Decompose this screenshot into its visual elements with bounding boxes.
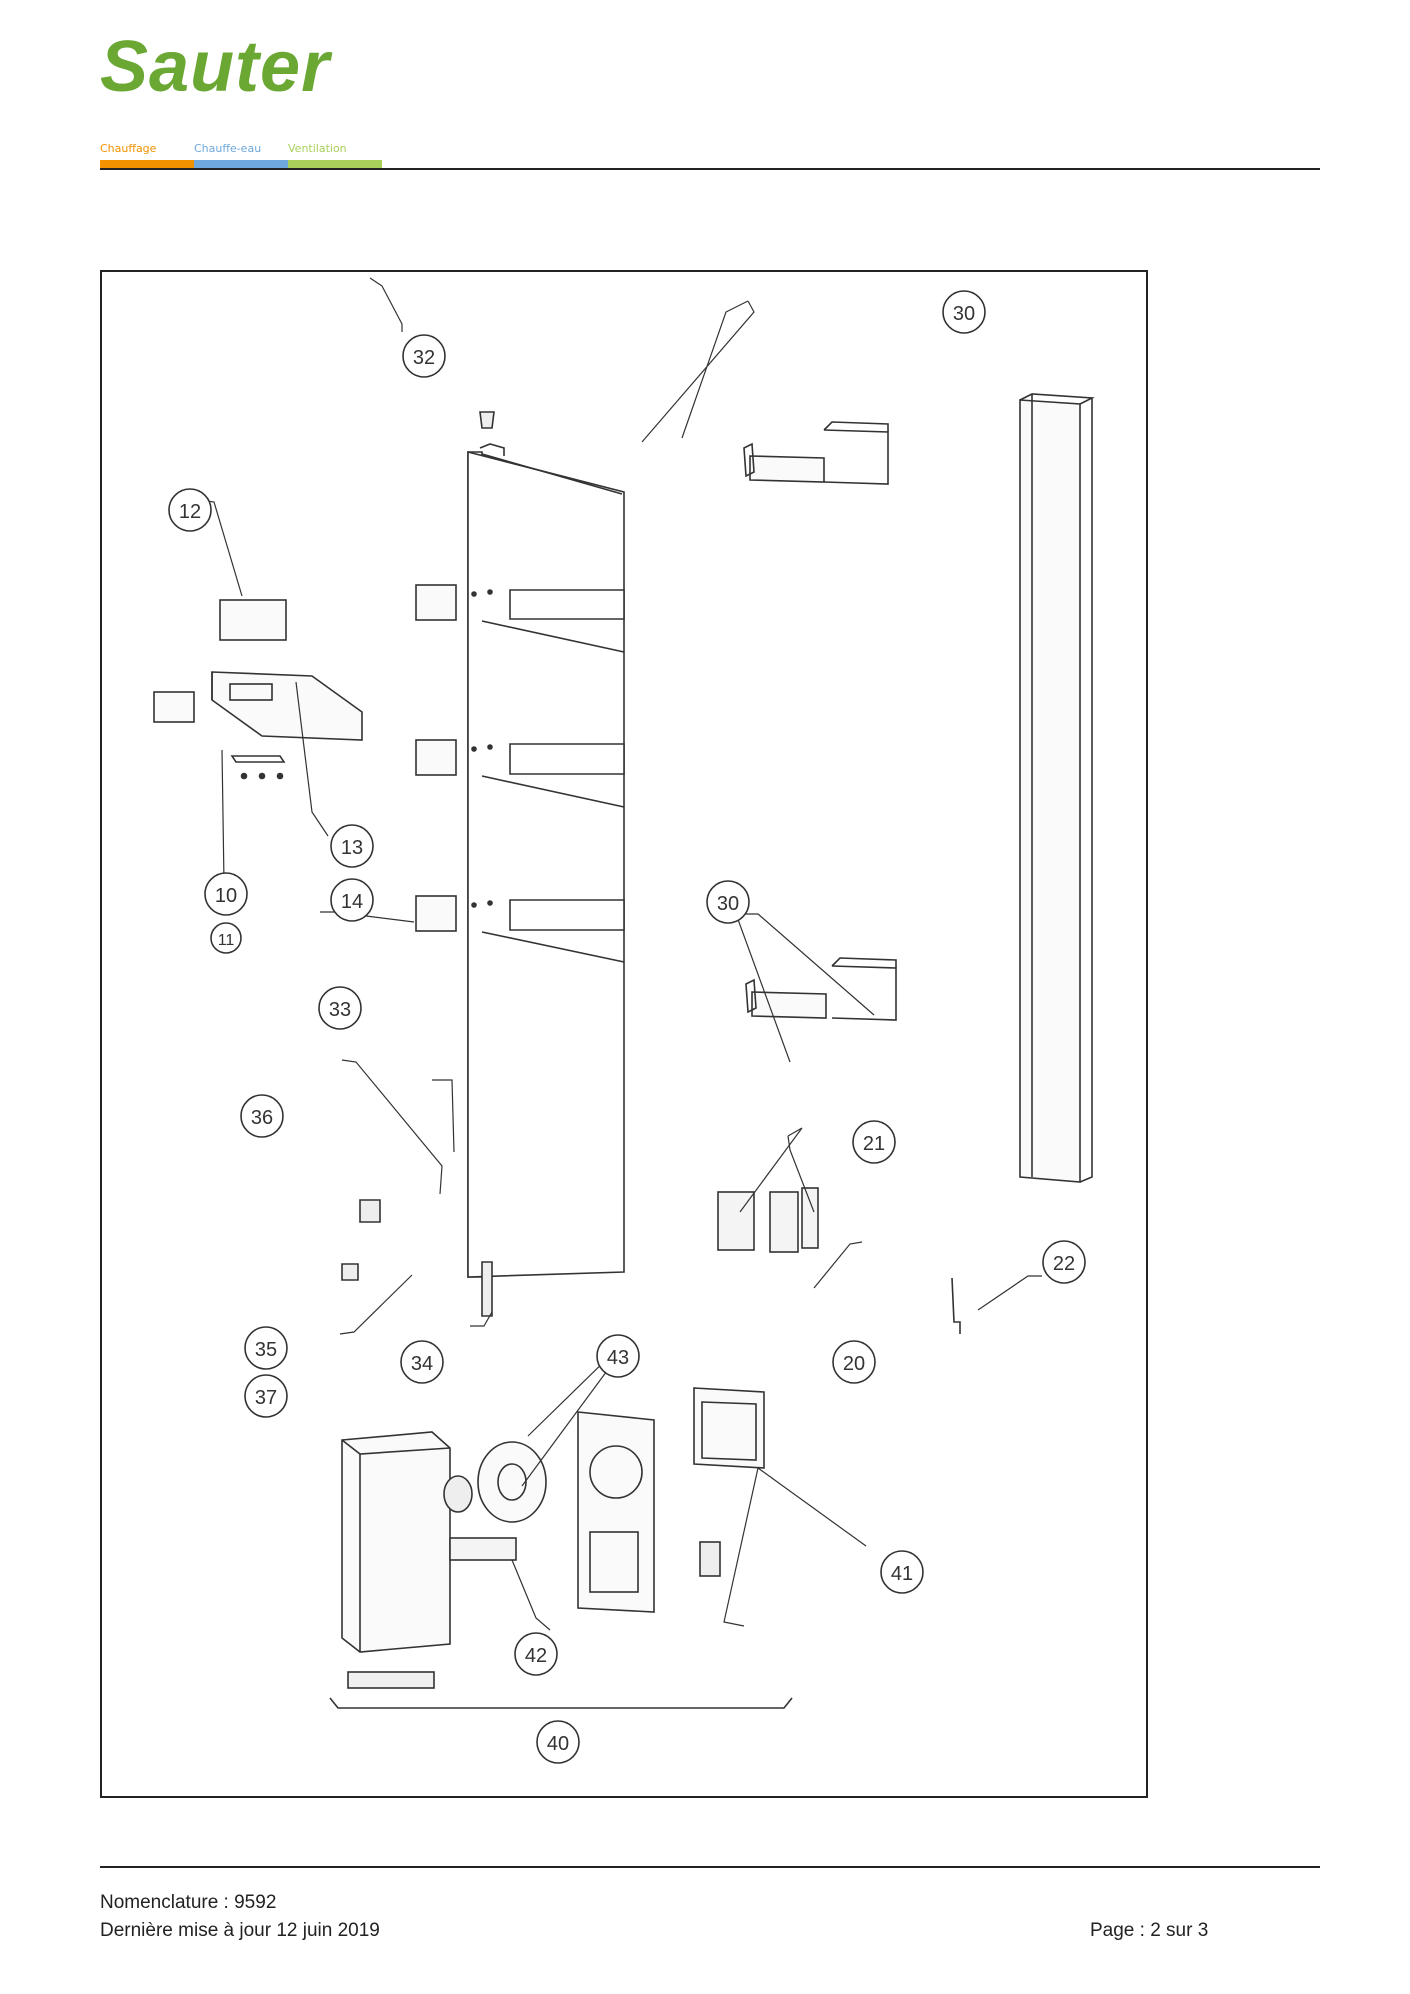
callout-30-top: 30	[942, 290, 986, 334]
callout-label-36: 36	[251, 1107, 273, 1129]
callout-11: 11	[210, 922, 242, 954]
radiator-panel	[467, 443, 625, 1278]
callout-label-21: 21	[863, 1133, 885, 1155]
callout-43: 43	[596, 1334, 640, 1378]
callout-12: 12	[168, 488, 212, 532]
callout-label-30-bottom: 30	[717, 893, 739, 915]
part-13-handle	[211, 671, 363, 741]
callout-label-13: 13	[341, 837, 363, 859]
callout-label-35: 35	[255, 1339, 277, 1361]
callout-34: 34	[400, 1340, 444, 1384]
callout-13: 13	[330, 824, 374, 868]
callout-label-40: 40	[547, 1733, 569, 1755]
screw	[276, 772, 284, 780]
label-sticker-middle	[415, 739, 457, 776]
side-frame-rail	[1019, 393, 1095, 1183]
callout-32: 32	[402, 334, 446, 378]
callout-label-12: 12	[179, 501, 201, 523]
callout-14: 14	[330, 878, 374, 922]
part-41-grille-frame	[693, 1387, 765, 1469]
callout-42: 42	[514, 1632, 558, 1676]
part-40-group-bracket	[329, 1697, 793, 1709]
callout-35: 35	[244, 1326, 288, 1370]
exploded-view-diagram: 10 11 12 13 14 20 21 22 30 30 32 33 34 3…	[153, 277, 1095, 1764]
fan-housing	[577, 1411, 655, 1613]
callout-label-34: 34	[411, 1353, 433, 1375]
part-32-plug	[479, 411, 495, 429]
part-42-motor	[449, 1537, 517, 1561]
callout-20: 20	[832, 1340, 876, 1384]
small-bracket	[699, 1541, 721, 1577]
exploded-view-frame: 10 11 12 13 14 20 21 22 30 30 32 33 34 3…	[100, 270, 1148, 1798]
part-21-plate	[801, 1187, 819, 1249]
tag-chauffe-eau: Chauffe-eau	[194, 142, 262, 155]
callout-label-37: 37	[255, 1387, 277, 1409]
part-43-fan	[443, 1441, 547, 1523]
callout-label-22: 22	[1053, 1253, 1075, 1275]
callout-label-11: 11	[218, 932, 235, 949]
wall-bracket-top	[743, 421, 889, 485]
part-22-rod	[951, 1277, 961, 1334]
callout-label-42: 42	[525, 1645, 547, 1667]
tag-chauffage: Chauffage	[100, 142, 157, 155]
part-20-board	[769, 1191, 799, 1253]
callout-label-20: 20	[843, 1353, 865, 1375]
callout-41: 41	[880, 1550, 924, 1594]
callout-label-41: 41	[891, 1563, 913, 1585]
callouts: 10 11 12 13 14 20 21 22 30 30 32 33 34 3…	[168, 290, 1086, 1764]
screw	[258, 772, 266, 780]
tag-ventilation: Ventilation	[288, 142, 347, 155]
wall-bracket-bottom	[745, 957, 897, 1021]
callout-10: 10	[204, 872, 248, 916]
callout-label-30-top: 30	[953, 303, 975, 325]
callout-36: 36	[240, 1094, 284, 1138]
screw	[240, 772, 248, 780]
part-12-cover	[219, 599, 287, 641]
footer-last-updated: Dernière mise à jour 12 juin 2019	[100, 1920, 380, 1941]
part-36-clip	[359, 1199, 381, 1223]
part-10-knob	[153, 691, 195, 723]
footer-page-number: Page : 2 sur 3	[1090, 1920, 1209, 1941]
header-divider	[100, 168, 1320, 170]
tag-bar-chauffe-eau	[194, 160, 288, 168]
footer-nomenclature: Nomenclature : 9592	[100, 1892, 277, 1913]
part-40-housing	[341, 1431, 451, 1689]
label-sticker-top	[415, 584, 457, 621]
tag-bar-chauffage	[100, 160, 194, 168]
callout-22: 22	[1042, 1240, 1086, 1284]
callout-label-14: 14	[341, 891, 363, 913]
tag-bar-ventilation	[288, 160, 382, 168]
callout-37: 37	[244, 1374, 288, 1418]
footer-divider	[100, 1866, 1320, 1868]
callout-label-32: 32	[413, 347, 435, 369]
callout-label-10: 10	[215, 885, 237, 907]
part-34-probe	[481, 1261, 493, 1317]
callout-33: 33	[318, 986, 362, 1030]
brand-logo: Sauter	[100, 27, 331, 107]
label-sticker-bottom	[415, 895, 457, 932]
callout-label-33: 33	[329, 999, 351, 1021]
callout-21: 21	[852, 1120, 896, 1164]
part-13-plate	[230, 755, 286, 763]
part-35-clip	[341, 1263, 359, 1281]
callout-40: 40	[536, 1720, 580, 1764]
callout-30-bottom: 30	[706, 880, 750, 924]
callout-label-43: 43	[607, 1347, 629, 1369]
